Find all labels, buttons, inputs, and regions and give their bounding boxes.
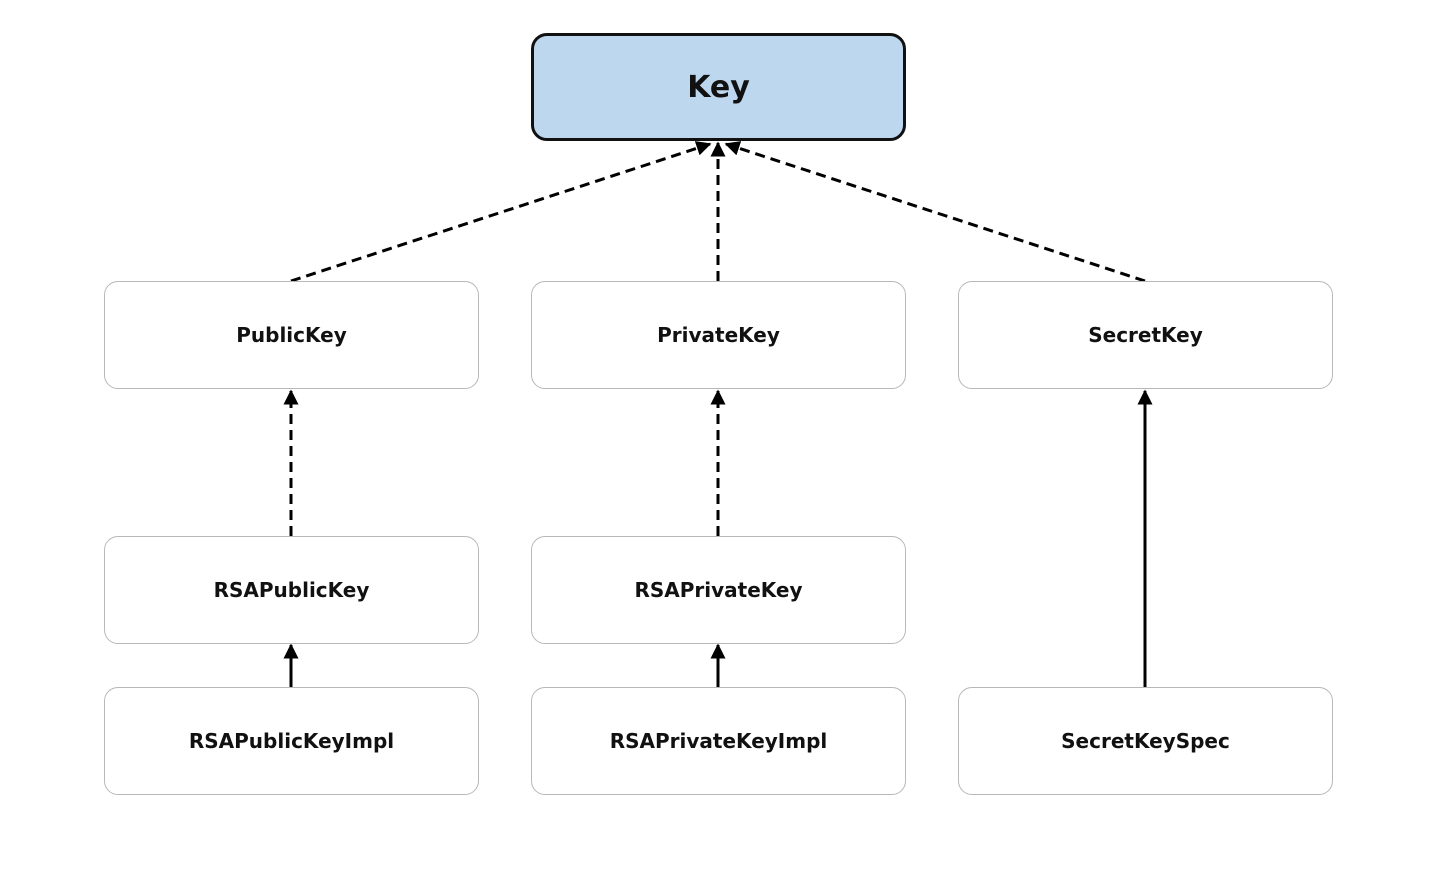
node-rsaprivatekey: RSAPrivateKey: [531, 536, 906, 644]
node-key: Key: [531, 33, 906, 141]
edge-publickey-to-key: [290, 141, 712, 283]
node-rsapublickeyimpl: RSAPublicKeyImpl: [104, 687, 479, 795]
node-rsaprivatekey-label: RSAPrivateKey: [634, 578, 803, 602]
node-privatekey-label: PrivateKey: [657, 323, 780, 347]
node-publickey-label: PublicKey: [236, 323, 347, 347]
node-rsapublickey: RSAPublicKey: [104, 536, 479, 644]
node-rsapublickeyimpl-label: RSAPublicKeyImpl: [188, 729, 395, 753]
node-secretkey-label: SecretKey: [1088, 323, 1203, 347]
node-publickey: PublicKey: [104, 281, 479, 389]
node-rsapublickey-label: RSAPublicKey: [213, 578, 370, 602]
node-key-label: Key: [687, 69, 750, 105]
node-rsaprivatekeyimpl: RSAPrivateKeyImpl: [531, 687, 906, 795]
node-rsaprivatekeyimpl-label: RSAPrivateKeyImpl: [609, 729, 828, 753]
node-privatekey: PrivateKey: [531, 281, 906, 389]
edge-secretkey-to-key: [724, 141, 1146, 283]
node-secretkeyspec-label: SecretKeySpec: [1061, 729, 1230, 753]
node-secretkeyspec: SecretKeySpec: [958, 687, 1333, 795]
node-secretkey: SecretKey: [958, 281, 1333, 389]
